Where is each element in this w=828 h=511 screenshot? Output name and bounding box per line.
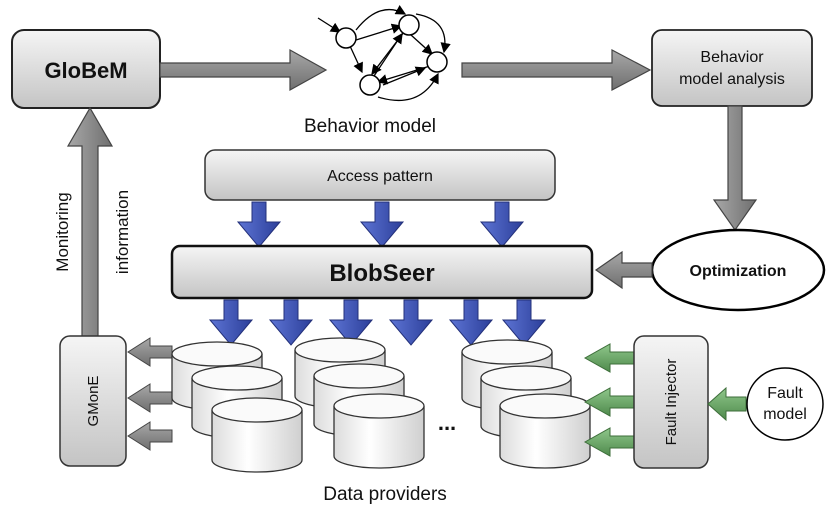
- green-arrow: [583, 343, 635, 373]
- blue-arrow: [501, 299, 547, 346]
- blue-arrow: [208, 299, 254, 346]
- behavior-model-graph: [317, 5, 451, 102]
- blue-arrow: [479, 201, 525, 248]
- fault-injector-label: Fault Injector: [663, 359, 680, 446]
- green-arrow: [583, 387, 635, 417]
- optimization-to-blobseer-arrow: [594, 250, 653, 290]
- cylinder: [499, 393, 591, 469]
- behavior-analysis-box: Behavior model analysis: [651, 29, 813, 107]
- fault-injector-box: Fault Injector: [633, 335, 709, 469]
- access-pattern-label: Access pattern: [327, 168, 433, 185]
- analysis-to-optimization-arrow: [712, 105, 758, 232]
- gray-arrow: [127, 421, 173, 451]
- access-to-blobseer-arrows: [236, 201, 525, 248]
- providers-ellipsis: ...: [438, 410, 456, 435]
- blobseer-to-providers-arrows: [208, 299, 547, 346]
- blue-arrow: [359, 201, 405, 248]
- blobseer-label: BlobSeer: [329, 260, 434, 287]
- cylinder: [211, 397, 303, 473]
- fault-model-label-1: Fault: [767, 385, 803, 402]
- behavior-model-label: Behavior model: [304, 116, 436, 137]
- cylinder: [333, 393, 425, 469]
- blue-arrow: [388, 299, 434, 346]
- behavior-model-nodes: [335, 14, 448, 96]
- blue-arrow: [236, 201, 282, 248]
- fault-model-label-2: model: [763, 406, 807, 423]
- behavior-analysis-label-2: model analysis: [679, 71, 785, 88]
- gmone-box: GMonE: [59, 335, 127, 467]
- behavior-analysis-label-1: Behavior: [700, 49, 764, 66]
- monitoring-arrow: [66, 106, 114, 339]
- data-providers-label: Data providers: [323, 484, 447, 505]
- gray-arrow: [127, 337, 173, 367]
- monitoring-label: Monitoring: [53, 192, 72, 271]
- model-to-analysis-arrow: [461, 49, 652, 91]
- optimization-node: Optimization: [650, 228, 826, 312]
- access-pattern-box: Access pattern: [204, 149, 556, 201]
- blue-arrow: [268, 299, 314, 346]
- fault-model-node: Fault model: [746, 367, 824, 441]
- gray-arrow: [127, 383, 173, 413]
- providers-to-gmone-arrows: [127, 337, 173, 451]
- model-to-injector-arrow: [707, 386, 747, 422]
- green-arrow: [583, 427, 635, 457]
- globem-to-model-arrow: [159, 48, 328, 92]
- globem-label: GloBeM: [44, 58, 127, 83]
- globem-box: GloBeM: [11, 29, 161, 109]
- gmone-label: GMonE: [85, 376, 102, 427]
- data-provider-cylinders: [171, 337, 591, 473]
- blue-arrow: [448, 299, 494, 346]
- injector-to-providers-arrows: [583, 343, 635, 457]
- blobseer-box: BlobSeer: [170, 244, 594, 300]
- optimization-label: Optimization: [690, 263, 787, 280]
- information-label: information: [113, 190, 132, 274]
- blue-arrow: [328, 299, 374, 346]
